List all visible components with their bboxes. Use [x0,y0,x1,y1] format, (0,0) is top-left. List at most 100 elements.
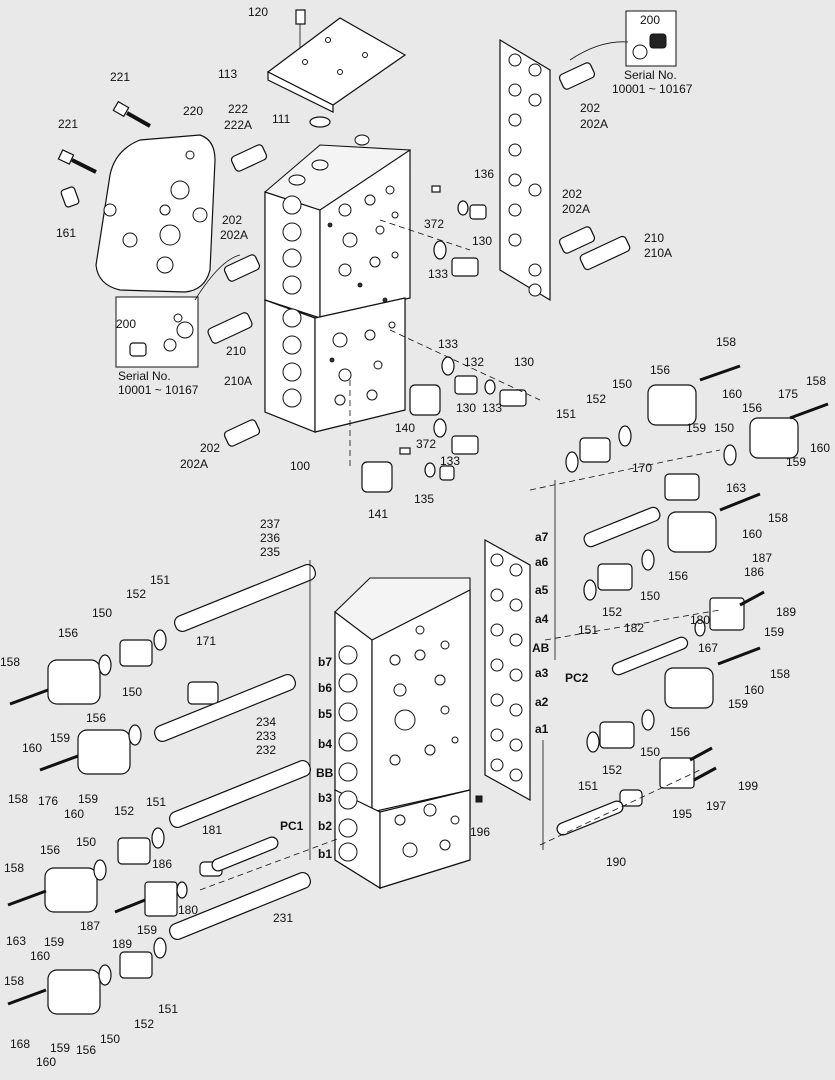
label-133b: 133 [438,337,458,351]
label-133d: 133 [440,454,460,468]
label-a3: a3 [535,666,549,680]
label-152a-left: 152 [126,587,146,601]
label-158b: 158 [806,374,826,388]
label-a4: a4 [535,612,549,626]
label-b6: b6 [318,681,332,695]
label-158c: 158 [768,511,788,525]
label-170: 170 [632,461,652,475]
label-159e-left: 159 [50,1041,70,1055]
label-ab: AB [532,641,550,655]
label-120: 120 [248,5,268,19]
label-161: 161 [56,226,76,240]
labels-right: 158 156 150 160 175 158 152 159 156 151 … [532,335,830,869]
label-a1: a1 [535,722,549,736]
label-231: 231 [273,911,293,925]
serial-top-line2: 10001 ~ 10167 [612,82,693,96]
label-186-left: 186 [152,857,172,871]
label-159c: 159 [764,625,784,639]
label-141: 141 [368,507,388,521]
label-a5: a5 [535,583,549,597]
right-cartridges [558,62,631,271]
serial-left-line2: 10001 ~ 10167 [118,383,199,397]
label-234: 234 [256,715,276,729]
label-189a: 189 [776,605,796,619]
label-151b-left: 151 [146,795,166,809]
label-b7: b7 [318,655,332,669]
label-221b: 221 [58,117,78,131]
lower-valve-block [334,577,483,890]
label-160a-left: 160 [22,741,42,755]
label-159c-left: 159 [44,935,64,949]
label-150d: 150 [640,745,660,759]
label-171: 171 [196,634,216,648]
label-180-left: 180 [178,903,198,917]
label-197: 197 [706,799,726,813]
label-202c: 202 [200,441,220,455]
label-160c-left: 160 [30,949,50,963]
label-181: 181 [202,823,222,837]
label-pc1: PC1 [280,819,304,833]
label-a6: a6 [535,555,549,569]
label-b1: b1 [318,847,332,861]
label-133a: 133 [428,267,448,281]
label-187a: 187 [752,551,772,565]
label-136: 136 [474,167,494,181]
label-199: 199 [738,779,758,793]
side-parts-upper [349,185,541,493]
label-163: 163 [726,481,746,495]
label-160d-left: 160 [36,1055,56,1069]
label-235: 235 [260,545,280,559]
label-140: 140 [395,421,415,435]
gasket-plate-top [499,38,551,302]
label-237: 237 [260,517,280,531]
label-187-left: 187 [80,919,100,933]
label-176: 176 [38,794,58,808]
label-160c: 160 [742,527,762,541]
label-163-left: 163 [6,934,26,948]
label-150b-left: 150 [122,685,142,699]
label-159d: 159 [728,697,748,711]
label-196: 196 [470,825,490,839]
label-168: 168 [10,1037,30,1051]
gasket-plate-lower [484,538,531,802]
label-113: 113 [218,67,237,81]
label-b4: b4 [318,737,332,751]
label-202b: 202 [580,101,600,115]
label-100: 100 [290,459,310,473]
label-130a: 130 [472,234,492,248]
label-156c-left: 156 [40,843,60,857]
label-221a: 221 [110,70,130,84]
label-195: 195 [672,807,692,821]
label-152a: 152 [586,392,606,406]
label-222a: 222A [224,118,252,132]
label-222: 222 [228,102,248,116]
left-spool-assemblies [7,560,341,1015]
serial-top-line1: Serial No. [624,68,677,82]
label-156a-left: 156 [58,626,78,640]
label-b2: b2 [318,819,332,833]
label-159b: 159 [786,455,806,469]
label-156c: 156 [668,569,688,583]
label-bb: BB [316,766,334,780]
labels-top: 120 113 221 220 222 222A 111 221 161 202… [56,5,672,521]
label-150b: 150 [714,421,734,435]
upper-valve-block [264,9,411,433]
label-202a: 202 [222,213,242,227]
label-151c: 151 [578,779,598,793]
label-158b-left: 158 [8,792,28,806]
label-160d: 160 [744,683,764,697]
label-202aa: 202A [220,228,248,242]
label-151c-left: 151 [158,1002,178,1016]
label-156d-left: 156 [76,1043,96,1057]
label-175: 175 [778,387,798,401]
right-spool-assemblies [529,364,829,850]
label-182: 182 [624,621,644,635]
label-158a: 158 [716,335,736,349]
label-151a: 151 [556,407,576,421]
label-190: 190 [606,855,626,869]
label-b3: b3 [318,791,332,805]
label-150a-left: 150 [92,606,112,620]
label-132: 132 [464,355,484,369]
label-167: 167 [698,641,718,655]
serial-note-top: 200 Serial No. 10001 ~ 10167 [569,10,693,96]
